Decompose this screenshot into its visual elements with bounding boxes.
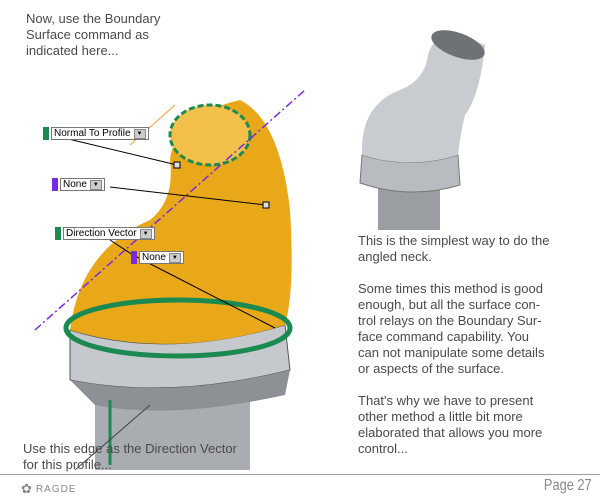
color-swatch bbox=[131, 251, 137, 264]
text-line: angled neck. bbox=[358, 249, 432, 264]
dropdown-label: Normal To Profile bbox=[54, 128, 131, 139]
dropdown-label: None bbox=[63, 179, 87, 190]
edge-caption: Use this edge as the Direction Vector fo… bbox=[23, 441, 237, 473]
color-swatch bbox=[55, 227, 61, 240]
text-line: This is the simplest way to do the bbox=[358, 233, 550, 248]
direction-vector-dropdown[interactable]: Direction Vector▼ bbox=[55, 227, 155, 240]
footer-divider bbox=[0, 474, 600, 475]
dropdown-label: None bbox=[142, 252, 166, 263]
chevron-down-icon: ▼ bbox=[133, 128, 146, 139]
chevron-down-icon: ▼ bbox=[89, 179, 102, 190]
flower-logo-icon: ✿ bbox=[21, 481, 33, 496]
chevron-down-icon: ▼ bbox=[168, 252, 181, 263]
color-swatch bbox=[43, 127, 49, 140]
text-line: control... bbox=[358, 441, 408, 456]
normal-to-profile-dropdown[interactable]: Normal To Profile▼ bbox=[43, 127, 149, 140]
none-dropdown-2[interactable]: None▼ bbox=[131, 251, 184, 264]
color-swatch bbox=[52, 178, 58, 191]
text-line: elaborated that allows you more bbox=[358, 425, 543, 440]
text-line: enough, but all the surface con- bbox=[358, 297, 541, 312]
text-line: That's why we have to present bbox=[358, 393, 534, 408]
text-line: or aspects of the surface. bbox=[358, 361, 504, 376]
intro-line: indicated here... bbox=[26, 43, 119, 58]
text-line: can not manipulate some details bbox=[358, 345, 545, 360]
text-line: other method a little bit more bbox=[358, 409, 523, 424]
none-dropdown-1[interactable]: None▼ bbox=[52, 178, 105, 191]
text-line: Some times this method is good bbox=[358, 281, 543, 296]
finished-neck-model bbox=[359, 30, 485, 230]
intro-text: Now, use the Boundary Surface command as… bbox=[26, 11, 160, 59]
brand-name: RAGDE bbox=[35, 483, 77, 495]
page-number: Page 27 bbox=[544, 477, 592, 494]
explanation-text: This is the simplest way to do the angle… bbox=[358, 233, 549, 457]
intro-line: Surface command as bbox=[26, 27, 149, 42]
caption-line: for this profile... bbox=[23, 457, 112, 472]
caption-line: Use this edge as the Direction Vector bbox=[23, 441, 237, 456]
text-line: face command capability. You bbox=[358, 329, 530, 344]
footer-logo: ✿ RAGDE bbox=[21, 481, 76, 497]
text-line: trol relays on the Boundary Sur- bbox=[358, 313, 542, 328]
boundary-surface-model bbox=[34, 89, 306, 470]
chevron-down-icon: ▼ bbox=[139, 228, 152, 239]
intro-line: Now, use the Boundary bbox=[26, 11, 161, 26]
dropdown-label: Direction Vector bbox=[66, 228, 137, 239]
